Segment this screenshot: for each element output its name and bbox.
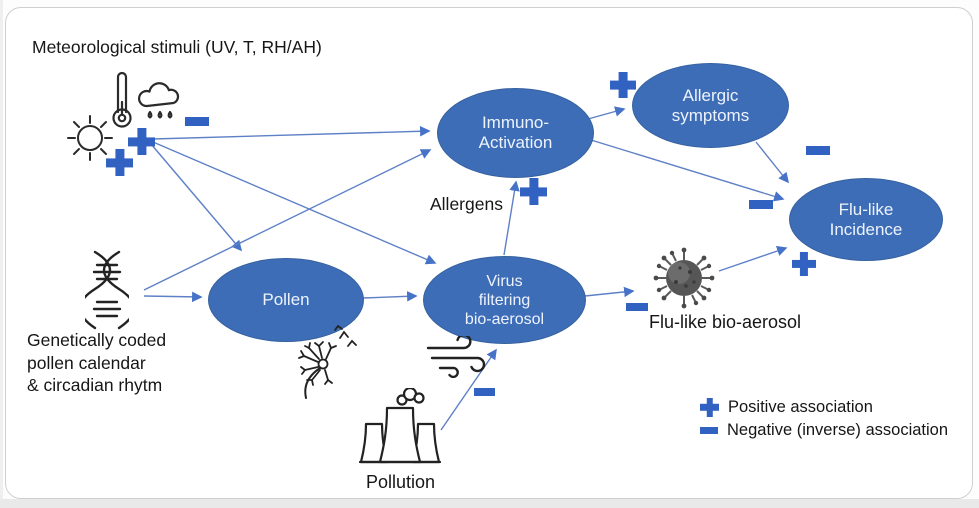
thermometer-icon bbox=[112, 71, 132, 128]
negative-sign-virusfiltering-flubio bbox=[626, 303, 648, 311]
dandelion-icon bbox=[298, 324, 357, 399]
node-flu-label: Flu-like Incidence bbox=[829, 199, 903, 239]
legend-positive-row: Positive association bbox=[700, 396, 873, 419]
negative-sign-pollution bbox=[474, 388, 495, 396]
negative-sign-immuno-flu bbox=[749, 200, 773, 209]
positive-sign-allergens bbox=[520, 178, 547, 205]
edge-flubioaerosol-flu bbox=[718, 245, 788, 272]
node-pollen: Pollen bbox=[208, 258, 364, 342]
dna-helix-icon bbox=[85, 250, 129, 330]
node-allergic-symptoms: Allergic symptoms bbox=[632, 63, 789, 148]
negative-sign-allergic-flu bbox=[806, 146, 830, 155]
virus-icon bbox=[653, 247, 715, 309]
pollution-label: Pollution bbox=[366, 472, 436, 492]
legend-positive-label: Positive association bbox=[728, 398, 873, 416]
positive-sign-flubio-flu bbox=[792, 252, 816, 276]
edge-virusfiltering-flubioaerosol bbox=[584, 286, 635, 298]
node-virus-filtering-bio-aerosol: Virus filtering bio-aerosol bbox=[423, 256, 586, 344]
page-edge-left bbox=[0, 0, 3, 508]
node-flu-like-incidence: Flu-like Incidence bbox=[789, 178, 943, 261]
edge-pollution-virusfiltering bbox=[440, 348, 497, 431]
edge-immuno-allergic bbox=[587, 106, 626, 120]
edge-allergic-flu bbox=[755, 141, 789, 184]
edge-genetic-immuno bbox=[143, 149, 432, 291]
legend-negative-label: Negative (inverse) association bbox=[727, 421, 949, 439]
wind-icon bbox=[426, 336, 486, 378]
node-virus-filtering-label: Virus filtering bio-aerosol bbox=[464, 272, 545, 328]
edge-met-immuno bbox=[152, 126, 431, 140]
edge-genetic-pollen bbox=[143, 291, 203, 303]
negative-sign-met bbox=[185, 117, 209, 126]
flu-bio-aerosol-label: Flu-like bio-aerosol bbox=[649, 312, 802, 332]
legend-negative-icon bbox=[700, 426, 718, 434]
edge-allergens-immuno bbox=[503, 180, 520, 256]
legend-negative-row: Negative (inverse) association bbox=[700, 419, 948, 442]
edge-pollen-virusfiltering bbox=[362, 291, 418, 302]
factory-pollution-icon bbox=[358, 388, 442, 464]
edge-met-pollen bbox=[150, 143, 243, 252]
node-immuno-activation: Immuno- Activation bbox=[437, 88, 594, 178]
rain-cloud-icon bbox=[138, 82, 180, 119]
sun-icon bbox=[67, 115, 113, 161]
positive-sign-immuno-allergic bbox=[610, 72, 636, 98]
node-immuno-label: Immuno- Activation bbox=[478, 113, 553, 152]
node-pollen-label: Pollen bbox=[262, 290, 310, 309]
edge-met-virusfiltering bbox=[152, 141, 437, 265]
legend-positive-icon bbox=[700, 398, 719, 417]
allergens-label: Allergens bbox=[430, 194, 503, 214]
genetic-caption: Genetically coded pollen calendar & circ… bbox=[27, 330, 167, 395]
page-edge-bottom bbox=[0, 499, 979, 508]
edge-immuno-flu bbox=[590, 139, 785, 202]
node-allergic-label: Allergic symptoms bbox=[671, 85, 750, 125]
title-meteorological-stimuli: Meteorological stimuli (UV, T, RH/AH) bbox=[32, 37, 322, 57]
